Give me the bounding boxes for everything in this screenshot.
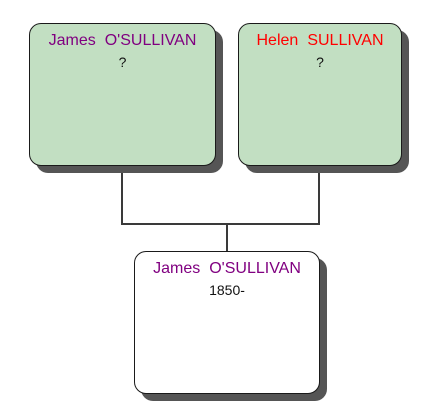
father-name: James O'SULLIVAN <box>30 31 215 51</box>
child-connector <box>226 224 228 252</box>
mother-connector <box>318 165 320 225</box>
father-card[interactable]: James O'SULLIVAN ? <box>29 23 216 166</box>
mother-name: Helen SULLIVAN <box>239 31 401 51</box>
child-dates: 1850- <box>209 282 245 298</box>
father-surname: O'SULLIVAN <box>104 32 197 49</box>
parents-bar <box>121 223 320 225</box>
child-card[interactable]: James O'SULLIVAN 1850- <box>134 251 320 394</box>
father-dates: ? <box>118 54 127 70</box>
mother-card[interactable]: Helen SULLIVAN ? <box>238 23 402 166</box>
mother-given-name: Helen <box>256 32 299 49</box>
child-given-name: James <box>153 260 201 277</box>
father-given-name: James <box>48 32 96 49</box>
child-name: James O'SULLIVAN <box>135 259 319 279</box>
mother-surname: SULLIVAN <box>307 32 384 49</box>
child-surname: O'SULLIVAN <box>209 260 301 277</box>
mother-dates: ? <box>316 54 324 70</box>
father-connector <box>121 165 123 225</box>
